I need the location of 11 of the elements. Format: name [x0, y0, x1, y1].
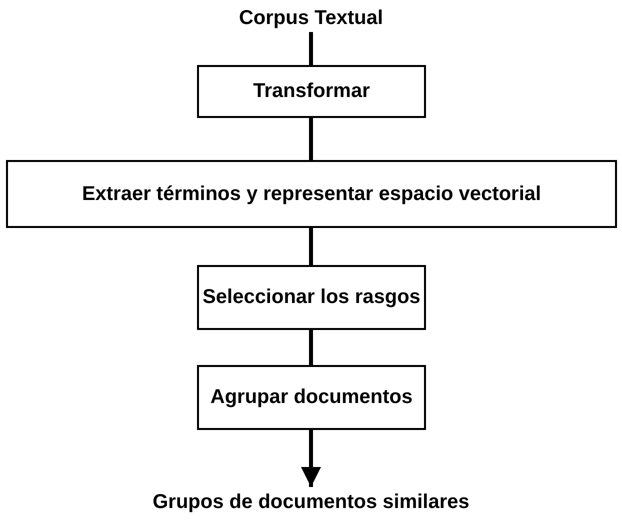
process-box: Seleccionar los rasgos [197, 265, 426, 330]
connector-line [309, 330, 313, 365]
process-box: Extraer términos y representar espacio vectorial [6, 160, 617, 228]
process-box: Agrupar documentos [197, 365, 426, 430]
label-text: Corpus Textual [161, 4, 461, 32]
connector-line [301, 430, 321, 487]
connector-line [309, 228, 313, 265]
connector-line [309, 32, 313, 65]
connector-line [309, 118, 313, 160]
label-text: Grupos de documentos similares [111, 487, 511, 517]
process-box: Transformar [197, 65, 426, 118]
